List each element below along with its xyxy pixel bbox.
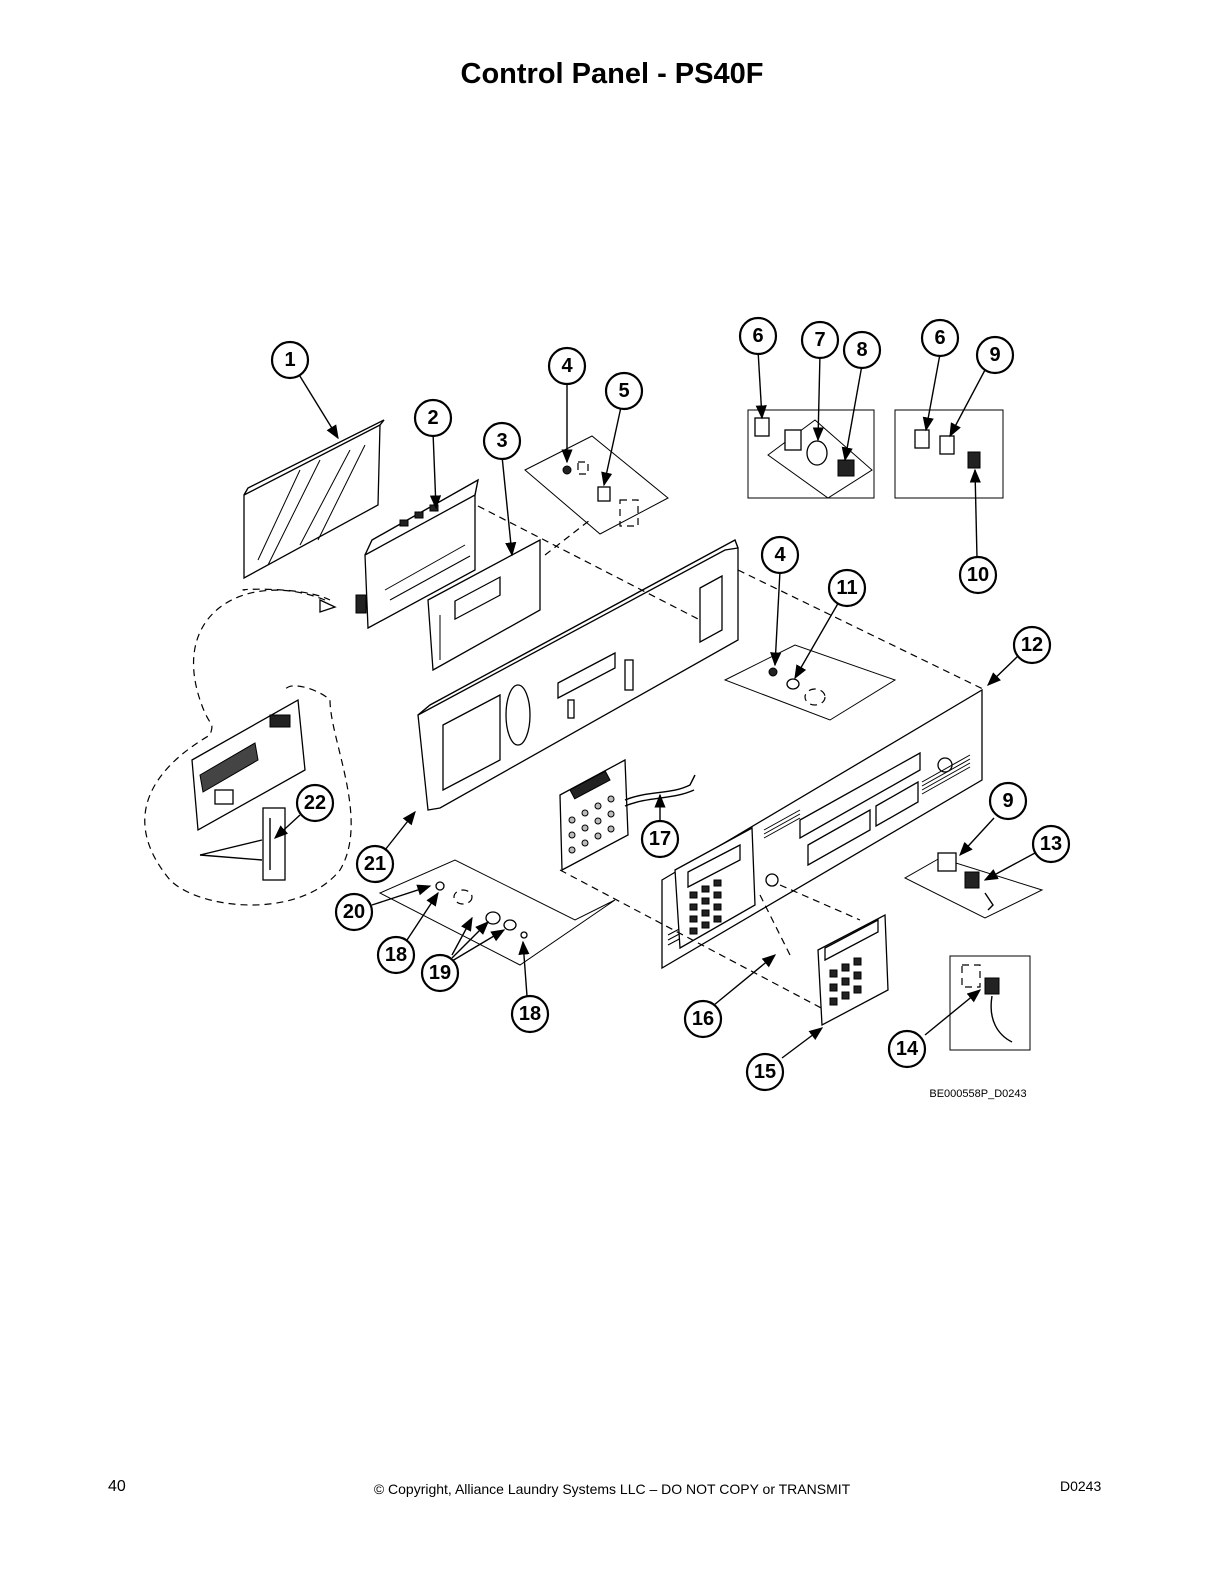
- page-title: Control Panel - PS40F: [460, 58, 764, 90]
- callout-9-upper: 9: [975, 335, 1015, 375]
- callout-17: 17: [640, 819, 680, 859]
- indicator-lens-detail: [723, 644, 897, 721]
- callout-6-left: 6: [738, 316, 778, 356]
- svg-text:2: 2: [427, 407, 438, 429]
- svg-text:6: 6: [752, 325, 763, 347]
- callout-15: 15: [745, 1052, 785, 1092]
- svg-text:18: 18: [385, 944, 407, 966]
- main-control-board-part: [191, 698, 306, 881]
- svg-text:5: 5: [618, 380, 629, 402]
- callout-13: 13: [1031, 824, 1071, 864]
- callout-7: 7: [800, 320, 840, 360]
- svg-text:9: 9: [1002, 790, 1013, 812]
- svg-text:4: 4: [774, 544, 786, 566]
- detail-box-switch-6-9-10: [894, 409, 1004, 499]
- svg-text:17: 17: [649, 828, 671, 850]
- mounting-plate-part: [427, 538, 541, 672]
- callout-4-upper: 4: [547, 346, 587, 386]
- control-panel-frame-part: [417, 539, 739, 811]
- svg-text:21: 21: [364, 853, 386, 875]
- keypad-label-part: [817, 913, 889, 1027]
- callout-1: 1: [270, 340, 310, 380]
- detail-box-key-14: [949, 955, 1031, 1051]
- figure-id: BE000558P_D0243: [929, 1088, 1026, 1100]
- callout-18-right: 18: [510, 994, 550, 1034]
- callout-14: 14: [887, 1029, 927, 1069]
- callout-18-left: 18: [376, 935, 416, 975]
- svg-text:16: 16: [692, 1008, 714, 1030]
- svg-text:10: 10: [967, 564, 989, 586]
- indicator-light-detail: [524, 435, 669, 556]
- svg-text:6: 6: [934, 327, 945, 349]
- dashed-loop-22-to-2: [144, 589, 352, 906]
- copyright-notice: © Copyright, Alliance Laundry Systems LL…: [373, 1481, 851, 1497]
- callout-21: 21: [355, 844, 395, 884]
- hardware-washers-detail: [378, 859, 616, 966]
- svg-text:7: 7: [814, 329, 825, 351]
- callout-8: 8: [842, 330, 882, 370]
- page-number: 40: [108, 1478, 126, 1495]
- svg-text:12: 12: [1021, 634, 1043, 656]
- document-code: D0243: [1060, 1478, 1102, 1494]
- svg-text:15: 15: [754, 1061, 776, 1083]
- svg-text:11: 11: [836, 577, 857, 599]
- callout-22: 22: [295, 783, 335, 823]
- callout-10: 10: [958, 555, 998, 595]
- callout-5: 5: [604, 371, 644, 411]
- callout-3: 3: [482, 421, 522, 461]
- svg-text:3: 3: [496, 430, 507, 452]
- svg-text:19: 19: [429, 962, 451, 984]
- callout-2: 2: [413, 398, 453, 438]
- callout-4-lower: 4: [760, 535, 800, 575]
- callout-19: 19: [420, 953, 460, 993]
- svg-text:1: 1: [284, 349, 295, 371]
- keypad-board-part: [559, 758, 696, 872]
- detail-box-switch-6-7-8: [747, 409, 875, 499]
- svg-text:13: 13: [1040, 833, 1062, 855]
- keypad-overlay-part: [674, 826, 756, 950]
- svg-text:22: 22: [304, 792, 326, 814]
- callout-20: 20: [334, 892, 374, 932]
- leader-lines: [273, 349, 1036, 1059]
- callout-6-right: 6: [920, 318, 960, 358]
- callout-9-lower: 9: [988, 781, 1028, 821]
- callout-12: 12: [1012, 625, 1052, 665]
- callout-16: 16: [683, 999, 723, 1039]
- svg-text:18: 18: [519, 1003, 541, 1025]
- key-switch-detail: [903, 852, 1044, 919]
- svg-text:14: 14: [896, 1038, 919, 1060]
- callout-11: 11: [827, 568, 867, 608]
- svg-text:20: 20: [343, 901, 365, 923]
- svg-text:8: 8: [856, 339, 867, 361]
- window-glass-part: [243, 419, 385, 580]
- svg-text:9: 9: [989, 344, 1000, 366]
- svg-text:4: 4: [561, 355, 573, 377]
